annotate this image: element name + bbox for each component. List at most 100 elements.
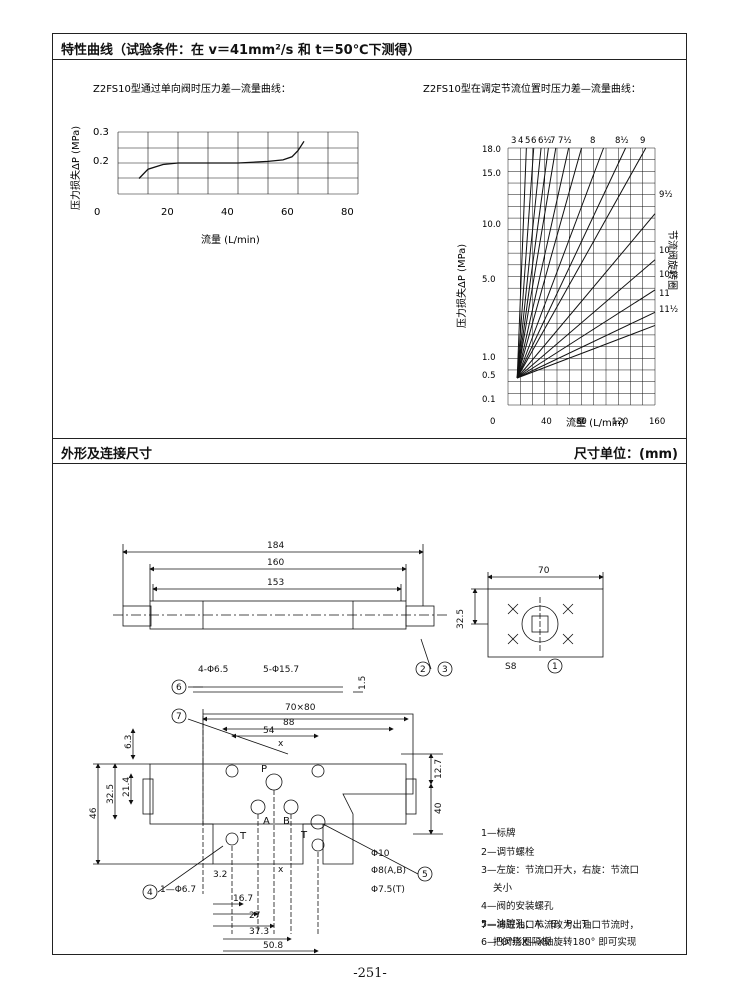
chart-right-title: Z2FS10型在调定节流位置时压力差—流量曲线： xyxy=(423,82,641,95)
chart-right-grid xyxy=(507,147,656,406)
axis-x-mark-top: x xyxy=(278,739,284,749)
chart-right-series-line xyxy=(516,289,656,379)
chart-left: Z2FS10型通过单向阀时压力差—流量曲线： 0.3 0.2 压力损失ΔP (M… xyxy=(69,82,359,246)
chart-right-series-line xyxy=(516,147,535,379)
chart-left-ylabel: 压力损失ΔP (MPa) xyxy=(69,126,82,210)
chart-right-series-line xyxy=(516,147,570,379)
chart-left-title: Z2FS10型通过单向阀时压力差—流量曲线： xyxy=(93,82,291,95)
label-holes-157: 5-Φ15.7 xyxy=(263,665,299,675)
dim-153: 153 xyxy=(267,578,284,588)
chart-left-xtick-40: 40 xyxy=(221,207,234,218)
legend-3-cont: 关小 xyxy=(493,882,513,894)
chart-left-xtick-0: 0 xyxy=(94,207,100,218)
valve-body-side xyxy=(487,588,604,658)
dim-3-2: 3.2 xyxy=(213,870,227,880)
chart-right-top-label: 7 xyxy=(550,136,555,146)
dim-160: 160 xyxy=(267,558,284,568)
label-hole-67: 1—Φ6.7 xyxy=(160,885,196,895)
port-p: P xyxy=(261,764,267,775)
section-dimensions-title: 外形及连接尺寸 xyxy=(61,447,153,462)
chart-right-ytick: 10.0 xyxy=(482,220,501,230)
dim-21-4: 21.4 xyxy=(122,777,132,797)
chart-right-side-label: 11 xyxy=(659,289,670,299)
dim-12-7: 12.7 xyxy=(434,759,444,779)
label-phi8: Φ8(A,B) xyxy=(371,866,406,876)
chart-left-grid xyxy=(117,131,359,195)
chart-right-series-line xyxy=(516,213,656,379)
chart-right-top-label: 9 xyxy=(640,136,645,146)
chart-right-top-label: 6½ xyxy=(538,136,552,146)
callout-2: 2 xyxy=(420,665,426,675)
chart-right-series-line xyxy=(516,147,647,379)
chart-right-xtick: 40 xyxy=(541,417,552,427)
chart-left-ytick-03: 0.3 xyxy=(93,127,109,138)
legend-4: 4—阀的安装螺孔 xyxy=(481,900,554,912)
section-characteristic-title: 特性曲线（试验条件：在 v＝41mm²/s 和 t＝50℃下测得） xyxy=(61,43,421,58)
chart-right-ytick: 0.5 xyxy=(482,371,496,381)
port-a: A xyxy=(263,816,270,827)
chart-right-xtick: 160 xyxy=(649,417,665,427)
page-number: -251- xyxy=(353,966,387,981)
section-dimensions-header: 外形及连接尺寸 尺寸单位：(mm) xyxy=(53,438,686,464)
chart-right-right-label: 节流阀旋转圈 xyxy=(666,230,679,290)
chart-right-side-label: 9½ xyxy=(659,190,673,200)
chart-right-xtick: 80 xyxy=(576,417,587,427)
chart-right-ytick: 0.1 xyxy=(482,395,496,405)
legend-7-cont: 把阀绕X—X轴旋转180° 即可实现 xyxy=(493,937,637,948)
chart-right-series-line xyxy=(516,147,627,379)
chart-right-side-label: 10 xyxy=(659,246,670,256)
dim-side-height: 32.5 xyxy=(456,609,466,629)
dim-88: 88 xyxy=(283,718,295,728)
unit-label: 尺寸单位：(mm) xyxy=(574,447,678,462)
chart-right-ytick: 15.0 xyxy=(482,169,501,179)
callout-1: 1 xyxy=(552,662,558,672)
dim-50-8: 50.8 xyxy=(263,941,283,951)
dim-40: 40 xyxy=(434,802,444,814)
label-phi10: Φ10 xyxy=(371,849,390,859)
port-t-right: T xyxy=(300,830,308,841)
page-frame: 特性曲线（试验条件：在 v＝41mm²/s 和 t＝50℃下测得） Z2FS10… xyxy=(52,33,687,955)
chart-right-top-label: 8 xyxy=(590,136,595,146)
legend-5: 5—油腔孔：A、B、P、T xyxy=(481,918,588,930)
section-divider xyxy=(53,438,686,439)
dim-side-width: 70 xyxy=(538,566,550,576)
chart-right-series xyxy=(516,147,656,379)
chart-right-ytick: 5.0 xyxy=(482,275,496,285)
callout-3: 3 xyxy=(442,665,448,675)
chart-left-xlabel: 流量 (L/min) xyxy=(201,233,260,246)
chart-left-xtick-60: 60 xyxy=(281,207,294,218)
dim-27: 27 xyxy=(249,911,260,921)
chart-right-series-line xyxy=(516,147,605,379)
chart-right-ytick: 1.0 xyxy=(482,353,496,363)
legend-2: 2—调节螺栓 xyxy=(481,846,535,858)
chart-right-yticks: 18.015.010.05.01.00.50.1 xyxy=(482,145,501,405)
dim-70x80: 70×80 xyxy=(285,703,316,713)
dim-37-3: 37.3 xyxy=(249,927,269,937)
chart-left-series-line xyxy=(138,140,305,179)
chart-right-series-line xyxy=(516,147,549,379)
chart-right-side-label: 10½ xyxy=(659,270,678,280)
chart-right-ylabel: 压力损失ΔP (MPa) xyxy=(455,244,468,328)
legend-6: 6—"O"形圈隔板 xyxy=(481,936,551,948)
axis-x-mark-bottom: x xyxy=(278,865,284,875)
chart-right-series-line xyxy=(516,147,582,379)
chart-right-xtick: 0 xyxy=(490,417,495,427)
chart-right-top-label: 8½ xyxy=(615,136,629,146)
chart-right-series-line xyxy=(516,147,557,379)
chart-right-xlabel: 流量 (L/min) xyxy=(566,416,625,429)
dim-54: 54 xyxy=(263,726,275,736)
callout-4: 4 xyxy=(147,888,153,898)
chart-left-ytick-02: 0.2 xyxy=(93,156,109,167)
dim-16-7: 16.7 xyxy=(233,894,253,904)
chart-right-series-line xyxy=(516,147,527,379)
label-phi75: Φ7.5(T) xyxy=(371,885,405,895)
port-t-left: T xyxy=(239,831,247,842)
legend-3: 3—左旋：节流口开大，右旋：节流口 xyxy=(481,864,639,876)
chart-right-series-line xyxy=(517,324,656,379)
callout-7: 7 xyxy=(176,712,182,722)
port-b: B xyxy=(283,816,290,827)
